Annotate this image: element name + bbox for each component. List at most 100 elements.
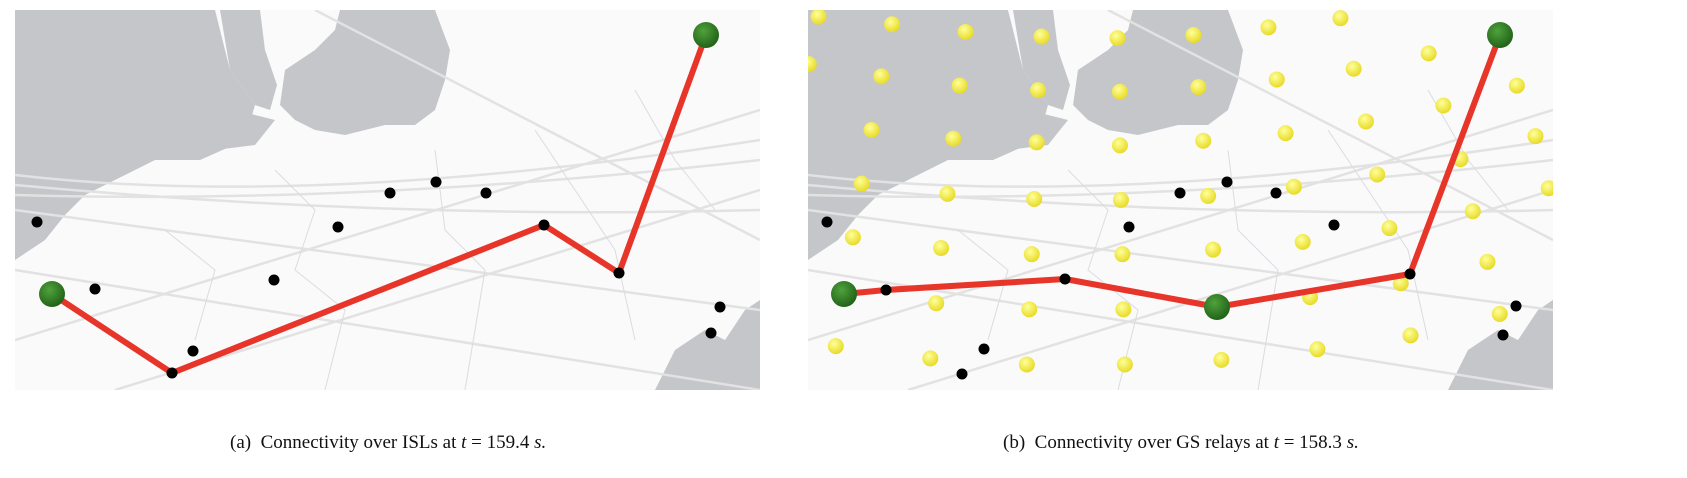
relay-satellite-dot xyxy=(1357,113,1374,130)
route-satellite-dot xyxy=(613,267,625,279)
relay-satellite-dot xyxy=(1309,341,1326,358)
relay-satellite-dot xyxy=(1112,191,1129,208)
ground-station-endpoint xyxy=(1204,294,1230,320)
satellite-dot xyxy=(821,216,833,228)
ground-station-endpoint xyxy=(39,281,65,307)
relay-satellite-dot xyxy=(1109,30,1126,47)
satellite-dot xyxy=(187,345,199,357)
relay-satellite-dot xyxy=(1464,203,1481,220)
relay-satellite-dot xyxy=(863,122,880,139)
route-satellite-dot xyxy=(166,367,178,379)
satellite-dot xyxy=(31,216,43,228)
relay-satellite-dot xyxy=(1435,97,1452,114)
relay-satellite-dot xyxy=(884,16,901,33)
ground-station-endpoint xyxy=(1487,22,1513,48)
satellite-dot xyxy=(268,274,280,286)
satellite-dot xyxy=(705,327,717,339)
relay-satellite-dot xyxy=(1030,82,1047,99)
panel-a-map xyxy=(15,10,760,390)
relay-satellite-dot xyxy=(1345,60,1362,77)
time-variable: t xyxy=(1273,432,1279,453)
route-satellite-dot xyxy=(1404,268,1416,280)
caption-text: Connectivity over ISLs at xyxy=(260,432,457,453)
relay-satellite-dot xyxy=(1028,134,1045,151)
relay-satellite-dot xyxy=(1294,233,1311,250)
relay-satellite-dot xyxy=(928,295,945,312)
relay-satellite-dot xyxy=(951,77,968,94)
route-path xyxy=(843,33,1503,310)
relay-satellite-dot xyxy=(808,56,817,73)
relay-satellite-dot xyxy=(1033,28,1050,45)
relay-satellite-dot xyxy=(922,350,939,367)
relay-satellite-dot xyxy=(1023,246,1040,263)
ground-station-endpoint xyxy=(693,22,719,48)
route-satellite-dot xyxy=(880,284,892,296)
satellite-dot xyxy=(384,187,396,199)
time-unit: s. xyxy=(1346,432,1359,453)
relay-satellite-dot xyxy=(810,10,827,25)
satellite-dot xyxy=(1270,187,1282,199)
caption-label: (a) xyxy=(230,432,252,453)
caption-text: Connectivity over GS relays at xyxy=(1034,432,1269,453)
relay-satellite-dot xyxy=(1213,351,1230,368)
relay-satellite-dot xyxy=(873,68,890,85)
caption-label: (b) xyxy=(1003,432,1026,453)
satellite-dot xyxy=(1328,219,1340,231)
relay-satellite-dot xyxy=(853,175,870,192)
time-unit: s. xyxy=(534,432,547,453)
relay-satellite-dot xyxy=(1491,305,1508,322)
panel-b-map xyxy=(808,10,1553,390)
relay-satellite-dot xyxy=(1527,128,1544,145)
relay-satellite-dot xyxy=(1260,19,1277,36)
relay-satellite-dot xyxy=(1190,79,1207,96)
relay-satellite-dot xyxy=(1205,241,1222,258)
relay-satellite-dot xyxy=(1115,301,1132,318)
relay-satellite-dot xyxy=(1277,125,1294,142)
route-satellite-dot xyxy=(1059,273,1071,285)
satellite-dot xyxy=(1510,300,1522,312)
relay-satellite-dot xyxy=(1402,327,1419,344)
relay-satellite-dot xyxy=(945,130,962,147)
figure-canvas xyxy=(15,10,1553,390)
relay-satellite-dot xyxy=(957,23,974,40)
relay-satellite-dot xyxy=(1381,220,1398,237)
satellite-dot xyxy=(430,176,442,188)
relay-satellite-dot xyxy=(1111,83,1128,100)
relay-satellite-dot xyxy=(933,240,950,257)
satellite-dot xyxy=(714,301,726,313)
relay-satellite-dot xyxy=(1540,180,1553,197)
relay-satellite-dot xyxy=(1026,190,1043,207)
satellite-dot xyxy=(480,187,492,199)
satellite-dot xyxy=(956,368,968,380)
relay-satellite-dot xyxy=(844,229,861,246)
relay-satellite-dot xyxy=(1018,356,1035,373)
relay-satellite-dot xyxy=(1508,77,1525,94)
satellite-dot xyxy=(1123,221,1135,233)
relay-satellite-dot xyxy=(1332,10,1349,27)
relay-satellite-dot xyxy=(1111,137,1128,154)
satellite-dot xyxy=(1174,187,1186,199)
relay-satellite-dot xyxy=(1285,178,1302,195)
time-value: = 158.3 xyxy=(1283,432,1342,453)
relay-satellite-dot xyxy=(1200,187,1217,204)
relay-satellite-dot xyxy=(1185,27,1202,44)
time-value: = 159.4 xyxy=(471,432,530,453)
relay-satellite-dot xyxy=(1420,45,1437,62)
basemap-b xyxy=(808,10,1553,390)
relay-satellite-dot xyxy=(1195,132,1212,149)
satellite-dot xyxy=(89,283,101,295)
relay-satellite-dot xyxy=(939,185,956,202)
satellite-dot xyxy=(1497,329,1509,341)
relay-satellite-dot xyxy=(1268,71,1285,88)
relay-satellite-dot xyxy=(1369,166,1386,183)
caption-b: (b) Connectivity over GS relays at t = 1… xyxy=(1003,432,1359,454)
relay-satellite-dot xyxy=(1479,253,1496,270)
satellite-dot xyxy=(1221,176,1233,188)
caption-a: (a) Connectivity over ISLs at t = 159.4 … xyxy=(230,432,546,454)
relay-satellite-dot xyxy=(827,338,844,355)
ground-station-endpoint xyxy=(831,281,857,307)
satellite-dot xyxy=(332,221,344,233)
time-variable: t xyxy=(461,432,467,453)
relay-satellite-dot xyxy=(1114,246,1131,263)
route-satellite-dot xyxy=(538,219,550,231)
